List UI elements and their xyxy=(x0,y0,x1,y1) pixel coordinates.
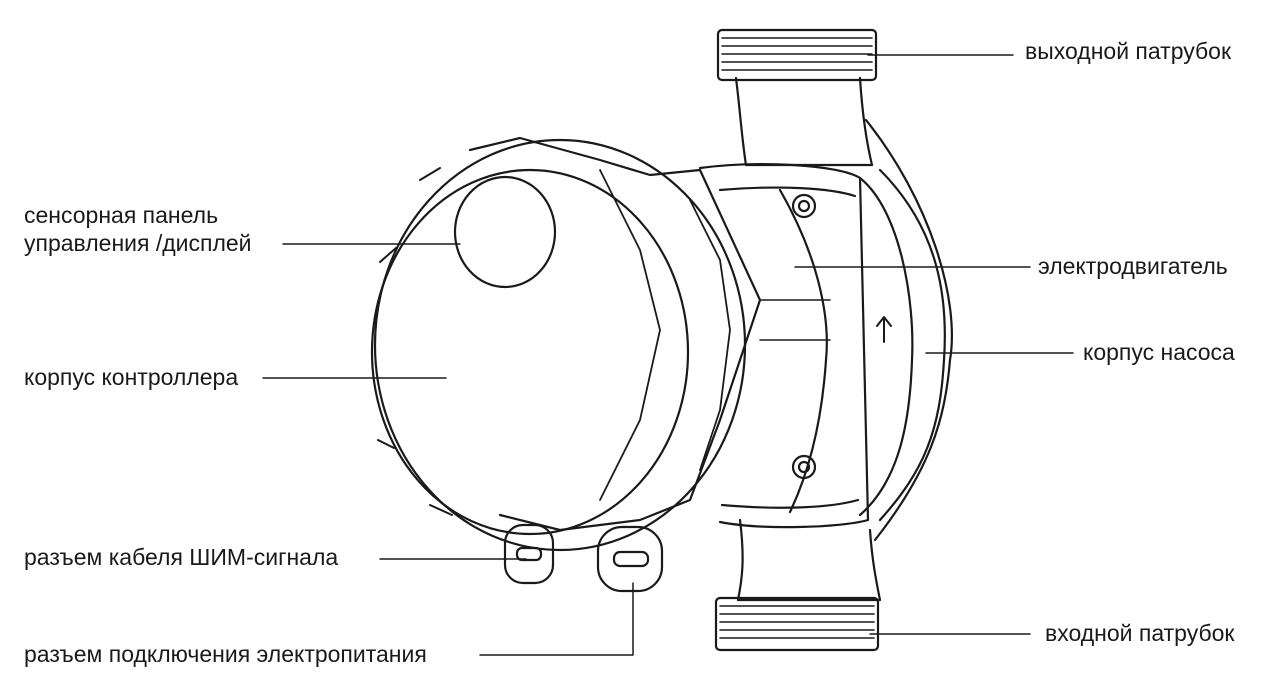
label-power-connector: разъем подключения электропитания xyxy=(24,641,427,667)
label-inlet: входной патрубок xyxy=(1045,620,1235,646)
controller-housing xyxy=(370,136,762,552)
leader-lines xyxy=(262,54,1074,656)
label-touch-panel-line1: сенсорная панель xyxy=(24,202,219,228)
leader-power-connector xyxy=(479,582,634,656)
inlet-pipe xyxy=(714,518,882,652)
pump-housing xyxy=(858,118,953,542)
power-connector xyxy=(596,525,664,593)
pwm-connector xyxy=(503,523,555,585)
label-pump-housing: корпус насоса xyxy=(1083,339,1235,365)
label-outlet: выходной патрубок xyxy=(1025,38,1232,64)
label-motor: электродвигатель xyxy=(1038,253,1228,279)
label-pwm-connector: разъем кабеля ШИМ-сигнала xyxy=(24,544,339,570)
touch-panel-window xyxy=(453,175,557,289)
outlet-pipe xyxy=(716,28,878,167)
label-touch-panel-line2: управления /дисплей xyxy=(24,230,252,256)
label-controller-housing: корпус контроллера xyxy=(24,364,239,390)
motor-body xyxy=(698,163,870,529)
arrow-up-icon xyxy=(876,316,892,343)
